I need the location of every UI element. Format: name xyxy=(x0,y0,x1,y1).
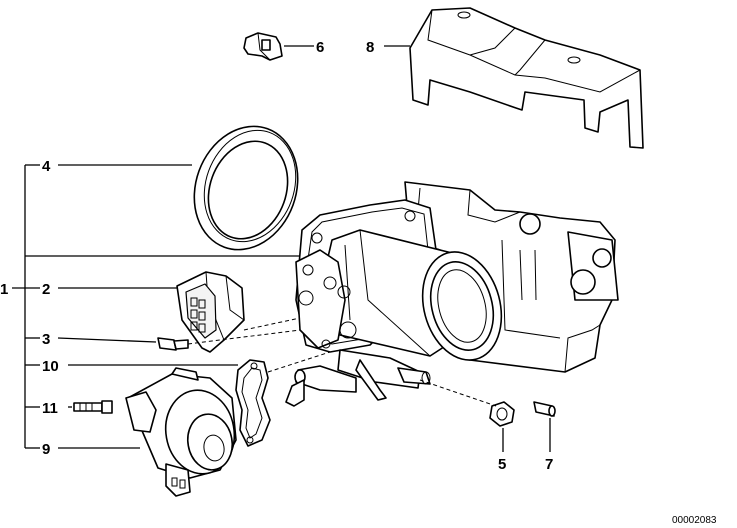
part-6-clip[interactable] xyxy=(243,32,283,61)
label-11: 11 xyxy=(42,400,58,417)
label-6: 6 xyxy=(316,39,324,56)
label-9: 9 xyxy=(42,441,50,458)
leader-lines xyxy=(12,45,551,452)
label-4: 4 xyxy=(42,158,51,175)
label-2: 2 xyxy=(42,281,50,298)
label-7: 7 xyxy=(545,456,553,473)
label-5: 5 xyxy=(498,456,506,473)
label-3: 3 xyxy=(42,331,50,348)
part-7-pin[interactable] xyxy=(533,401,556,417)
part-10-gasket[interactable] xyxy=(235,359,271,447)
reference-number: 00002083 xyxy=(672,515,717,526)
part-9-actuator[interactable] xyxy=(125,367,241,497)
label-8: 8 xyxy=(366,39,374,56)
part-4-ring[interactable] xyxy=(177,112,314,265)
part-11-screw[interactable] xyxy=(73,400,113,414)
part-3-screw[interactable] xyxy=(157,337,189,351)
callout-labels: 1 2 3 4 5 6 7 8 9 10 11 00002083 xyxy=(0,39,717,526)
part-2-sensor[interactable] xyxy=(176,271,245,353)
label-10: 10 xyxy=(42,358,59,375)
part-8-cover[interactable] xyxy=(409,7,644,149)
label-1: 1 xyxy=(0,281,8,298)
throttle-housing[interactable] xyxy=(285,181,619,407)
part-5-nut[interactable] xyxy=(489,401,515,427)
